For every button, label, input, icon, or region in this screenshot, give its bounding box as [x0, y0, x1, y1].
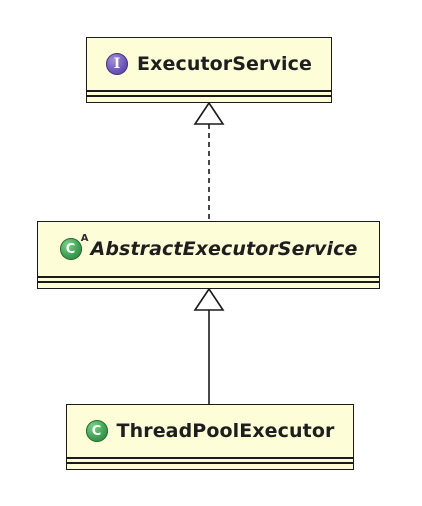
attribute-compartment-divider	[38, 276, 379, 278]
attribute-compartment-divider	[87, 90, 331, 92]
executor-service-node[interactable]: I ExecutorService	[86, 37, 332, 103]
realization-arrowhead	[193, 101, 225, 125]
interface-icon: I	[106, 53, 129, 75]
abstract-class-icon: C A	[59, 233, 89, 260]
interface-badge-letter: I	[113, 56, 121, 72]
realization-edge	[193, 101, 225, 221]
thread-pool-executor-node[interactable]: C ThreadPoolExecutor	[66, 404, 354, 470]
operation-compartment-divider	[38, 281, 379, 283]
generalization-edge	[193, 287, 225, 404]
executor-service-header: I ExecutorService	[87, 38, 331, 90]
operation-compartment-divider	[87, 95, 331, 97]
attribute-compartment-divider	[67, 457, 353, 459]
thread-pool-executor-name: ThreadPoolExecutor	[116, 420, 335, 442]
class-icon: C	[85, 420, 108, 442]
executor-service-name: ExecutorService	[137, 53, 312, 75]
abstract-modifier-badge: A	[80, 233, 89, 244]
generalization-arrowhead	[193, 287, 225, 311]
class-badge-letter: C	[65, 241, 76, 257]
class-badge-letter: C	[91, 423, 102, 439]
abstract-executor-service-header: C A AbstractExecutorService	[38, 222, 379, 276]
abstract-executor-service-node[interactable]: C A AbstractExecutorService	[37, 221, 380, 289]
abstract-executor-service-name: AbstractExecutorService	[90, 238, 358, 260]
operation-compartment-divider	[67, 462, 353, 464]
thread-pool-executor-header: C ThreadPoolExecutor	[67, 405, 353, 457]
